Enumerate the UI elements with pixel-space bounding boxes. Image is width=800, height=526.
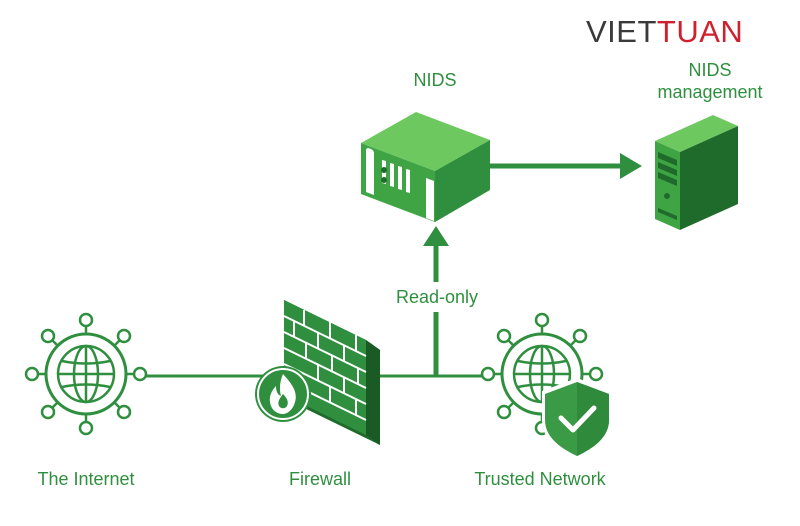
nids-management-label-line2: management bbox=[657, 82, 763, 102]
nids-management-label-line1: NIDS bbox=[688, 60, 732, 80]
brand-logo-part1: VIET bbox=[586, 14, 657, 49]
globe-network-shield-icon bbox=[480, 312, 604, 436]
shield-check-icon bbox=[542, 378, 612, 460]
read-only-arrow bbox=[423, 226, 449, 376]
nids-label: NIDS bbox=[413, 70, 457, 90]
tower-server-icon bbox=[655, 115, 738, 230]
firewall-label: Firewall bbox=[288, 469, 351, 489]
brand-logo: VIETTUAN bbox=[586, 14, 743, 50]
globe-network-icon bbox=[24, 312, 148, 436]
read-only-label: Read-only bbox=[395, 287, 479, 307]
rack-server-icon bbox=[361, 112, 490, 222]
trusted-network-label: Trusted Network bbox=[474, 469, 606, 489]
brand-logo-part2: TUAN bbox=[656, 14, 744, 49]
brick-wall-firewall-icon bbox=[255, 300, 380, 445]
nids-to-management-arrow bbox=[490, 153, 642, 179]
internet-label: The Internet bbox=[37, 469, 135, 489]
flame-icon bbox=[255, 366, 311, 422]
